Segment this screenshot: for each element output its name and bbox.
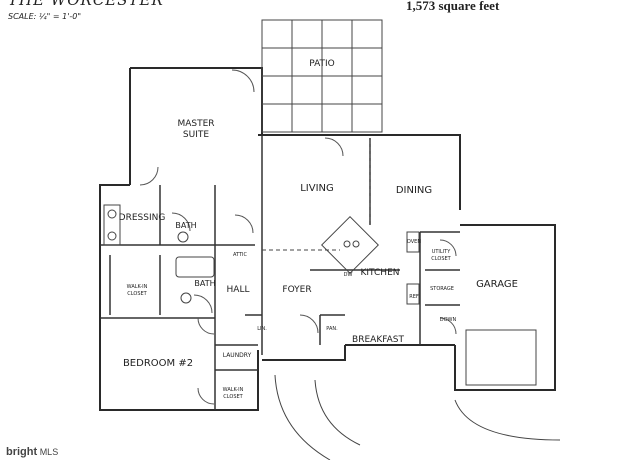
label-master-suite-2: SUITE bbox=[183, 130, 209, 140]
label-pantry: PAN. bbox=[326, 326, 338, 332]
square-footage: 1,573 square feet bbox=[406, 0, 500, 13]
label-walk-in-lower-1: WALK-IN bbox=[223, 387, 244, 393]
label-dining: DINING bbox=[396, 185, 432, 196]
label-utility-2: CLOSET bbox=[431, 256, 451, 262]
beam-lines bbox=[262, 140, 371, 251]
watermark-logo: bright MLS bbox=[4, 446, 61, 458]
label-hall: HALL bbox=[227, 285, 250, 295]
scale-note: SCALE: ¼" = 1'-0" bbox=[8, 12, 82, 21]
label-kitchen: KITCHEN bbox=[361, 268, 400, 278]
label-breakfast: BREAKFAST bbox=[352, 335, 404, 345]
label-ref: REF bbox=[409, 294, 419, 300]
label-bath-lower: BATH bbox=[194, 279, 215, 288]
room-labels: PATIO MASTER SUITE LIVING DINING DRESSIN… bbox=[119, 59, 518, 400]
patio-grid bbox=[261, 19, 383, 133]
walkway bbox=[274, 374, 561, 460]
label-linen: LIN. bbox=[257, 326, 267, 332]
label-garage: GARAGE bbox=[476, 279, 518, 290]
label-laundry: LAUNDRY bbox=[223, 352, 252, 359]
label-bedroom-2: BEDROOM #2 bbox=[123, 358, 193, 369]
label-attic: ATTIC bbox=[233, 252, 248, 258]
label-storage: STORAGE bbox=[430, 286, 454, 292]
watermark-suffix: MLS bbox=[39, 447, 59, 457]
fixtures bbox=[103, 204, 537, 386]
label-utility-1: UTILITY bbox=[432, 249, 452, 255]
label-dw: DW bbox=[344, 272, 353, 278]
door-swings bbox=[139, 69, 457, 405]
label-bath-upper: BATH bbox=[175, 221, 196, 230]
label-down: DOWN bbox=[440, 317, 457, 323]
label-walk-in-lower-2: CLOSET bbox=[223, 394, 243, 400]
label-patio: PATIO bbox=[309, 59, 335, 69]
page-title: THE WORCESTER bbox=[8, 0, 164, 9]
label-living: LIVING bbox=[300, 183, 334, 194]
label-dressing: DRESSING bbox=[119, 213, 166, 223]
label-walk-in-upper-1: WALK-IN bbox=[127, 284, 148, 290]
label-walk-in-upper-2: CLOSET bbox=[127, 291, 147, 297]
watermark-brand: bright bbox=[6, 446, 38, 458]
label-oven: OVEN bbox=[407, 239, 421, 245]
label-foyer: FOYER bbox=[282, 285, 311, 295]
interior-walls bbox=[100, 135, 460, 410]
label-master-suite-1: MASTER bbox=[177, 119, 214, 129]
